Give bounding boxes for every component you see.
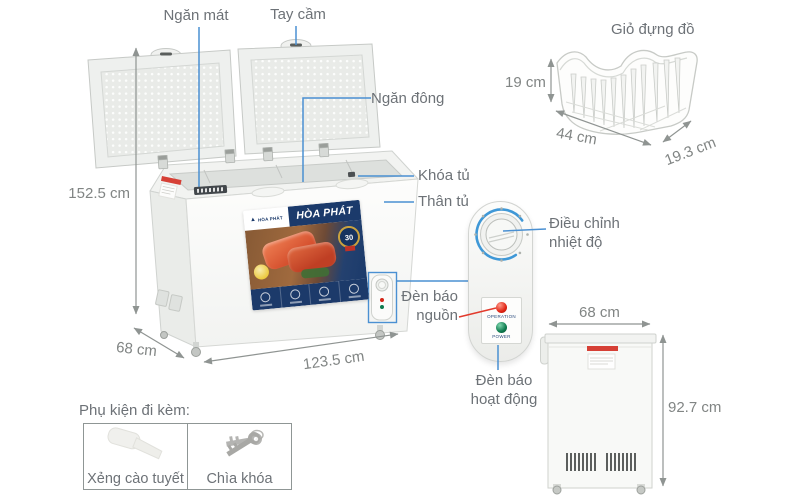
lid-hinges — [157, 142, 330, 170]
label-operation-light: Đèn báo hoạt động — [470, 372, 538, 408]
label-power-light: Đèn báo nguồn — [401, 288, 458, 324]
power-led — [496, 322, 507, 333]
freezer-front-poster: ▲ HÒA PHÁT HÒA PHÁT 30 — [243, 199, 370, 311]
feature-icon — [308, 281, 340, 305]
lid-lock — [347, 171, 356, 178]
control-panel-detail: OPERATION POWER — [468, 201, 533, 362]
accessory-keys-label: Chìa khóa — [206, 471, 273, 487]
body-control-panel — [371, 274, 393, 321]
dial-graphic — [474, 207, 529, 262]
hoaphat-logo-text: HÒA PHÁT — [257, 214, 283, 223]
dim-basket-height: 19 cm — [505, 74, 546, 91]
feature-icon — [337, 278, 370, 303]
accessory-scraper: Xẻng cào tuyết — [84, 424, 187, 489]
garnish-image — [300, 267, 330, 279]
lid-right — [237, 39, 381, 155]
vent-grille — [566, 453, 636, 471]
scraper-icon — [106, 427, 162, 460]
poster-photo: 30 — [244, 219, 368, 290]
callout-lines — [198, 26, 468, 282]
side-sticker — [158, 175, 182, 200]
operation-led — [496, 302, 507, 313]
lid-left — [87, 48, 237, 169]
label-cool-compartment: Ngăn mát — [163, 7, 229, 24]
dim-freezer-height: 152.5 cm — [68, 185, 130, 202]
label-handle: Tay cầm — [270, 6, 326, 23]
hoaphat-triangle-icon: ▲ — [249, 216, 257, 224]
temperature-dial — [473, 206, 530, 263]
label-basket-title: Giỏ đựng đồ — [611, 21, 695, 38]
warning-sticker — [587, 346, 618, 351]
keys-icon — [225, 429, 264, 457]
label-lock: Khóa tủ — [418, 167, 470, 184]
feature-icon — [251, 287, 281, 311]
accessory-keys: Chìa khóa — [187, 424, 291, 489]
side-view-illustration — [540, 333, 657, 495]
indicator-led-panel: OPERATION POWER — [481, 297, 522, 344]
label-cabinet-body: Thân tủ — [418, 193, 469, 210]
accessories-title: Phụ kiện đi kèm: — [79, 402, 190, 419]
dim-sideview-width: 68 cm — [579, 304, 620, 321]
badge-ribbon — [344, 245, 356, 252]
warranty-badge: 30 — [336, 224, 361, 252]
label-temperature-control: Điều chỉnh nhiệt độ — [549, 215, 620, 251]
feature-icon — [278, 284, 311, 308]
operation-led-caption: OPERATION — [487, 314, 516, 319]
label-freezer-compartment: Ngăn đông — [371, 90, 445, 107]
power-led-caption: POWER — [492, 334, 511, 339]
lemon-image — [253, 263, 270, 281]
accessories-box: Xẻng cào tuyết Chìa k — [83, 423, 292, 490]
warranty-badge-number: 30 — [344, 232, 354, 242]
accessory-scraper-label: Xẻng cào tuyết — [87, 471, 184, 487]
dimension-arrows — [132, 47, 692, 487]
handle-left — [160, 52, 172, 56]
side-vents — [155, 289, 183, 312]
basket-illustration — [556, 49, 698, 135]
dim-sideview-height: 92.7 cm — [668, 399, 722, 416]
